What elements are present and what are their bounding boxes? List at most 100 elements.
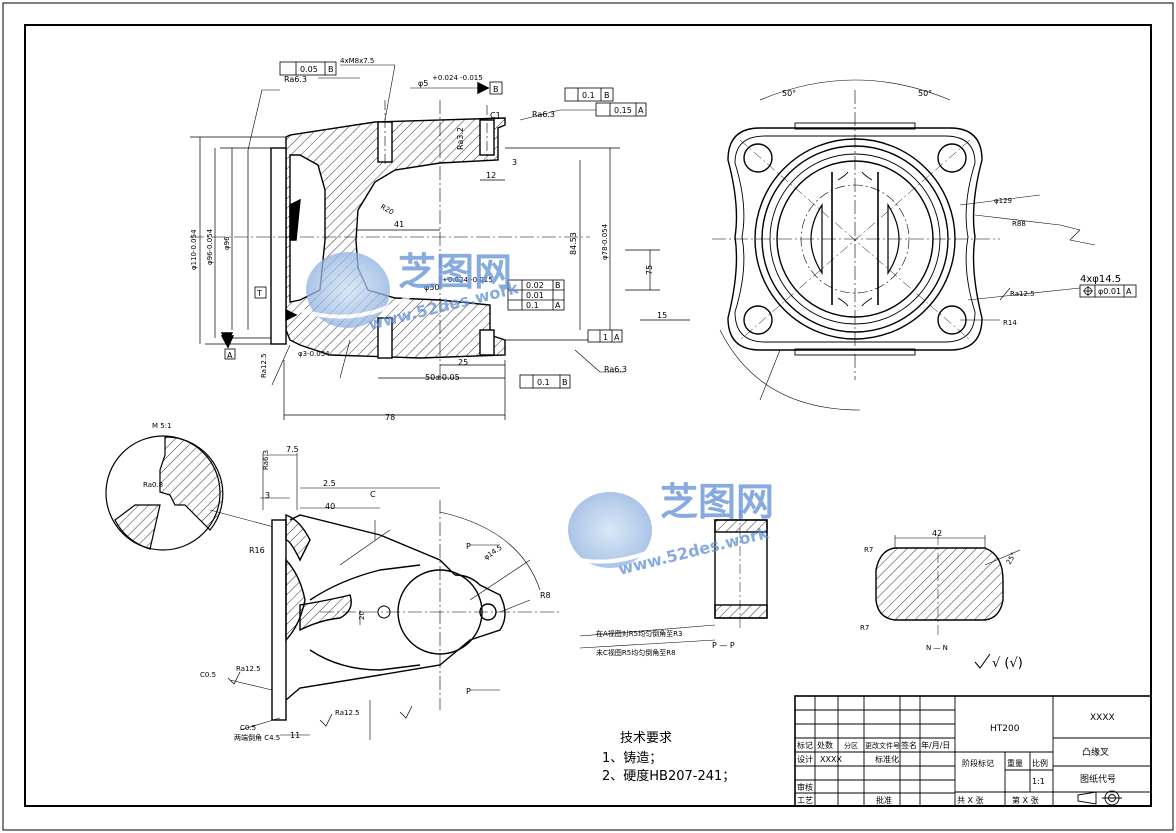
- section-p-p-texts: P — P 在A视图对R5均匀倒角至R3 未C视图R5均匀倒角至R8: [596, 629, 735, 657]
- tol-b: 0.01: [526, 291, 544, 300]
- dim-d12: 12: [486, 171, 496, 180]
- dim-ra125b: Ra12.5: [1010, 290, 1035, 298]
- dim-d25b: 2.5: [323, 479, 336, 488]
- dim-c: C: [370, 490, 376, 499]
- tol-d: 1: [603, 333, 608, 342]
- dim-bore-mid: φ30: [424, 283, 439, 292]
- tb-header-3: 更改文件号: [865, 741, 900, 750]
- dim-flat005: 0.05: [300, 65, 318, 74]
- dim-perp015-ref: A: [638, 106, 644, 115]
- dim-h3: φ3-0.054: [298, 350, 330, 358]
- dim-d25: 25: [458, 358, 468, 367]
- tech-title: 技术要求: [620, 731, 672, 746]
- dim-perp015: 0.15: [614, 106, 632, 115]
- tb-material: HT200: [990, 724, 1020, 734]
- dim-d50: 50±0.05: [425, 373, 460, 382]
- dim-d11: 11: [290, 731, 300, 740]
- tb-weight: 重量: [1007, 758, 1023, 768]
- roughness-other: √ (√): [992, 656, 1023, 671]
- section-p-top: P: [466, 542, 471, 551]
- dim-bore-mid-tol: +0.024 -0.015: [442, 276, 493, 284]
- dim-r8: R8: [540, 591, 551, 600]
- dim-d3b: 3: [265, 491, 270, 500]
- dim-r7a: R7: [864, 546, 873, 554]
- dimension-texts-main: Ra6.3 0.05 B 4xM8x7.5 φ5 +0.024 -0.015 B…: [190, 57, 667, 422]
- front-view-texts: 50° 50° φ129 R88 R14 4xφ14.5 φ0.01 A Ra1…: [782, 89, 1132, 327]
- dim-r16: R16: [249, 546, 265, 555]
- title-block-texts: HT200 XXXX 凸缘叉 图纸代号 标记 处数 分区 更改文件号 签名 年/…: [797, 713, 1116, 805]
- dim-c05: C0.5: [200, 671, 216, 679]
- inner-frame: [24, 24, 1152, 807]
- section-n-n: [875, 535, 1021, 669]
- datum-t: T: [256, 289, 262, 298]
- dim-d8453: 84.53: [569, 232, 578, 255]
- top-view-texts: 7.5 Ra6.3 2.5 3 40 C R8 R16 φ14.5 Ra12.5…: [200, 445, 551, 742]
- tb-drawing-no-label: 图纸代号: [1080, 773, 1116, 785]
- dim-pos001: φ0.01: [1098, 287, 1121, 296]
- dim-d40: 40: [325, 502, 335, 511]
- dim-c05b: C0.5: [240, 724, 256, 732]
- watermark-brand-2: 芝图网: [660, 480, 774, 524]
- dim-d3: 3: [512, 158, 517, 167]
- dim-d129: φ129: [994, 197, 1012, 205]
- section-pp-label: P — P: [712, 641, 735, 650]
- dim-r20: R20: [379, 203, 395, 217]
- dim-d15: 15: [657, 311, 667, 320]
- datum-a: A: [227, 351, 233, 360]
- dim-r14: R14: [1003, 319, 1017, 327]
- tol-a: 0.02: [526, 281, 544, 290]
- detail-ra08: Ra0.8: [143, 481, 163, 489]
- tb-header-2: 分区: [844, 741, 858, 750]
- dim-d20: 20: [358, 611, 366, 620]
- dim-ra125d: Ra12.5: [335, 709, 360, 717]
- flange-front-view: [712, 79, 1096, 411]
- dim-bore-top-tol: +0.024 -0.015: [432, 74, 483, 82]
- detail-view-circle: [105, 435, 286, 551]
- dim-ang50b: 50°: [918, 89, 932, 98]
- dim-bore-top: φ5: [418, 79, 428, 88]
- note-b: 未C视图R5均匀倒角至R8: [596, 648, 676, 657]
- detail-texts: M 5:1 Ra0.8: [143, 422, 172, 489]
- tech-item-2: 2、硬度HB207-241；: [602, 768, 735, 784]
- tol-c-ref: A: [555, 301, 561, 310]
- tb-sheet-no: 第 X 张: [1012, 795, 1039, 805]
- position-frame: [1079, 284, 1137, 298]
- tb-company: XXXX: [1090, 713, 1115, 723]
- dim-holes: 4xφ14.5: [1080, 274, 1121, 285]
- tol-d-ref: A: [614, 333, 620, 342]
- dim-d145: φ14.5: [483, 543, 504, 561]
- tolerance-frames-main: [279, 61, 647, 389]
- dim-r7b: R7: [860, 624, 869, 632]
- dim-ra32: Ra3.2: [456, 127, 465, 150]
- tb-sheets: 共 X 张: [957, 796, 984, 805]
- dim-ang25: 25°: [1005, 551, 1018, 566]
- dim-pos001-ref: A: [1126, 287, 1132, 296]
- tb-header-5: 年/月/日: [921, 740, 950, 750]
- tb-part-name: 凸缘叉: [1082, 746, 1109, 758]
- tb-standardize: 标准化: [875, 754, 899, 764]
- dim-h96: φ96-0.054: [206, 228, 214, 265]
- section-p-bottom: P: [466, 687, 471, 696]
- dim-flatref-b: B: [328, 65, 334, 74]
- dim-ra63-a: Ra6.3: [284, 75, 307, 84]
- dim-r88: R88: [1012, 220, 1026, 228]
- dim-par01: 0.1: [582, 91, 595, 100]
- dim-h96b: φ96: [223, 236, 231, 250]
- tb-designer: XXXX: [820, 755, 842, 764]
- dim-m4: 4xM8x7.5: [340, 57, 374, 65]
- tech-item-1: 1、铸造；: [602, 750, 662, 766]
- dim-ang50a: 50°: [782, 89, 796, 98]
- dim-par01-ref: B: [604, 91, 610, 100]
- tb-scale-val: 1:1: [1032, 777, 1045, 786]
- section-nn-label: N — N: [926, 644, 948, 652]
- tb-scale: 比例: [1032, 758, 1048, 768]
- top-view-tags: [227, 671, 413, 727]
- tb-process: 工艺: [797, 796, 813, 805]
- dim-d42: 42: [932, 529, 942, 538]
- dim-d78: φ78-0.054: [601, 223, 609, 260]
- dim-ra125c: Ra12.5: [236, 665, 261, 673]
- title-block: [794, 695, 1152, 807]
- tb-design: 设计: [797, 754, 813, 764]
